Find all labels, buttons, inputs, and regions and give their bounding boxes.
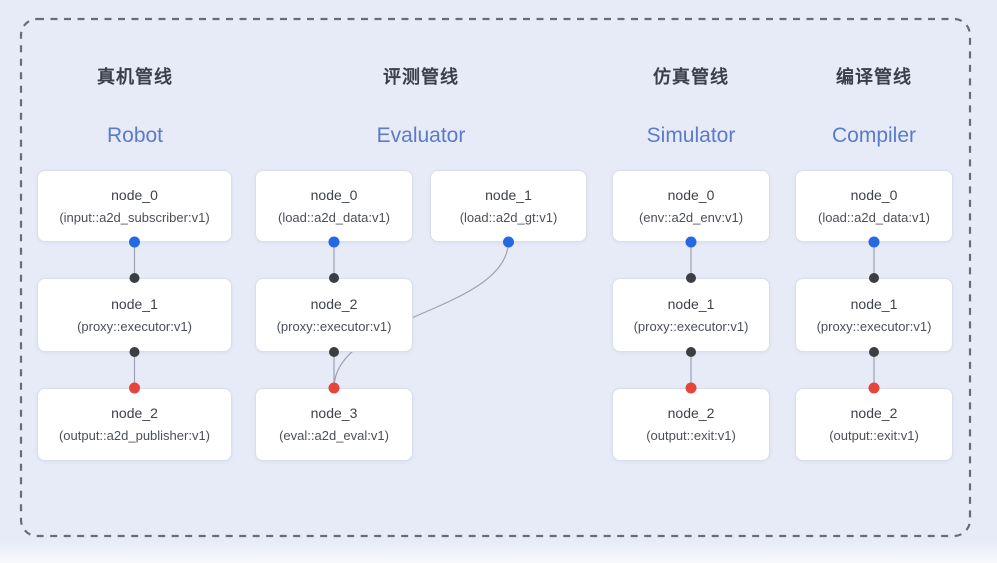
- node-box-robot-0: node_0 (input::a2d_subscriber:v1): [37, 170, 232, 242]
- node-title: node_0: [850, 186, 898, 203]
- pipeline-title-cn-compiler: 编译管线: [836, 67, 912, 87]
- node-subtitle: (output::exit:v1): [646, 428, 736, 443]
- node-subtitle: (proxy::executor:v1): [633, 318, 749, 334]
- node-subtitle: (output::a2d_publisher:v1): [58, 428, 211, 443]
- pipeline-title-cn-robot: 真机管线: [97, 67, 173, 87]
- node-box-robot-1: node_1 (proxy::executor:v1): [37, 278, 232, 352]
- node-title: node_3: [310, 405, 358, 421]
- node-box-robot-2: node_2 (output::a2d_publisher:v1): [37, 388, 232, 461]
- pipeline-title-cn-simulator: 仿真管线: [653, 67, 729, 87]
- node-box-simulator-0: node_0 (env::a2d_env:v1): [612, 170, 770, 242]
- pipeline-title-en-compiler: Compiler: [831, 124, 917, 147]
- node-title: node_2: [310, 295, 358, 312]
- pipeline-title-en-robot: Robot: [106, 124, 164, 147]
- node-subtitle: (load::a2d_data:v1): [817, 209, 931, 225]
- node-subtitle: (env::a2d_env:v1): [638, 209, 744, 225]
- node-box-evaluator-3: node_3 (eval::a2d_eval:v1): [255, 388, 413, 461]
- node-box-compiler-0: node_0 (load::a2d_data:v1): [795, 170, 953, 242]
- node-subtitle: (output::exit:v1): [829, 428, 919, 443]
- pipeline-title-cn-evaluator: 评测管线: [383, 67, 459, 87]
- node-subtitle: (load::a2d_gt:v1): [459, 209, 558, 225]
- node-title: node_2: [667, 405, 715, 421]
- node-subtitle: (proxy::executor:v1): [816, 318, 932, 334]
- node-subtitle: (input::a2d_subscriber:v1): [59, 209, 210, 225]
- node-box-compiler-1: node_1 (proxy::executor:v1): [795, 278, 953, 352]
- node-box-evaluator-2: node_2 (proxy::executor:v1): [255, 278, 413, 352]
- node-box-evaluator-1: node_1 (load::a2d_gt:v1): [430, 170, 587, 242]
- node-box-simulator-1: node_1 (proxy::executor:v1): [612, 278, 770, 352]
- node-box-compiler-2: node_2 (output::exit:v1): [795, 388, 953, 461]
- node-title: node_2: [111, 405, 158, 421]
- node-title: node_1: [850, 295, 898, 312]
- node-title: node_1: [111, 295, 158, 312]
- node-subtitle: (load::a2d_data:v1): [277, 209, 391, 225]
- node-subtitle: (proxy::executor:v1): [276, 318, 392, 334]
- node-title: node_1: [667, 295, 715, 312]
- node-title: node_0: [310, 186, 358, 203]
- node-title: node_0: [667, 186, 715, 203]
- node-subtitle: (proxy::executor:v1): [77, 318, 192, 334]
- pipeline-title-en-evaluator: Evaluator: [376, 124, 466, 147]
- node-box-simulator-2: node_2 (output::exit:v1): [612, 388, 770, 461]
- node-title: node_0: [111, 186, 158, 203]
- node-subtitle: (eval::a2d_eval:v1): [279, 428, 389, 443]
- node-title: node_2: [850, 405, 898, 421]
- node-title: node_1: [485, 186, 532, 203]
- node-box-evaluator-0: node_0 (load::a2d_data:v1): [255, 170, 413, 242]
- pipeline-title-en-simulator: Simulator: [646, 124, 736, 147]
